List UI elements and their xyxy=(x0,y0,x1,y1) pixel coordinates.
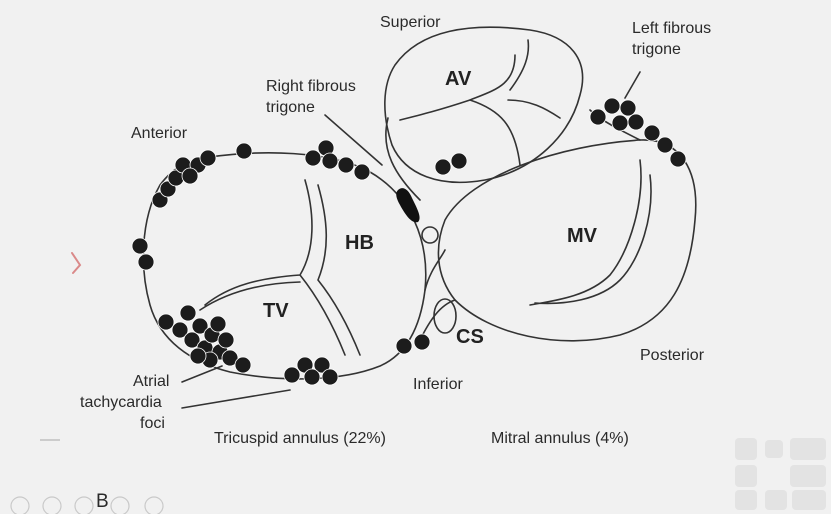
label-left-fibrous-trigone-2: trigone xyxy=(632,41,681,58)
label-hb: HB xyxy=(345,232,374,254)
label-av: AV xyxy=(445,68,472,90)
label-right-fibrous-trigone-2: trigone xyxy=(266,99,315,116)
label-atrial-foci-3: foci xyxy=(140,415,165,432)
right-trigone-pointer xyxy=(324,114,383,166)
decor-tile xyxy=(790,465,826,487)
tv-leaflet-lines xyxy=(199,179,361,356)
slide-arrow xyxy=(71,252,82,274)
label-cs: CS xyxy=(456,326,484,348)
decor-tile xyxy=(735,465,757,487)
atrial-tachycardia-foci xyxy=(131,97,687,386)
caption-mitral-annulus: Mitral annulus (4%) xyxy=(491,430,629,447)
label-atrial-foci-1: Atrial xyxy=(133,373,170,390)
left-trigone-pointer xyxy=(624,71,641,99)
central-fibrous-body xyxy=(421,226,439,244)
label-atrial-foci-2: tachycardia xyxy=(80,394,162,411)
label-left-fibrous-trigone-1: Left fibrous xyxy=(632,20,712,37)
aortic-valve-outline xyxy=(384,26,584,184)
foci-pointer xyxy=(181,365,223,383)
his-bundle-mark xyxy=(396,188,420,223)
label-inferior: Inferior xyxy=(413,376,463,393)
decor-tile xyxy=(765,490,787,510)
decor-tile xyxy=(765,440,783,458)
panel-letter: B xyxy=(96,491,109,512)
label-posterior: Posterior xyxy=(640,347,705,364)
coronary-sinus xyxy=(433,298,457,334)
decor-tile xyxy=(790,438,826,460)
label-mv: MV xyxy=(567,225,597,247)
decor-tile xyxy=(792,490,826,510)
label-right-fibrous-trigone-1: Right fibrous xyxy=(266,78,356,95)
mitral-valve-leaflets xyxy=(529,159,652,306)
label-anterior: Anterior xyxy=(131,125,188,142)
label-superior: Superior xyxy=(380,14,441,31)
foci-pointer xyxy=(181,389,291,409)
aortic-valve-cusps xyxy=(399,39,561,166)
decor-tile xyxy=(735,438,757,460)
faint-slide-toolbar xyxy=(10,496,164,514)
fibrous-connections xyxy=(385,109,641,341)
caption-tricuspid-annulus: Tricuspid annulus (22%) xyxy=(214,430,386,447)
decor-tile xyxy=(735,490,757,510)
label-tv: TV xyxy=(263,300,289,322)
